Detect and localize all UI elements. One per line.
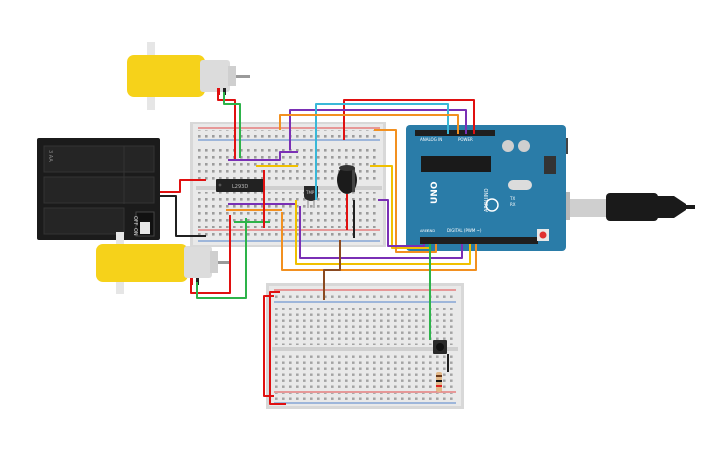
label-analog-in: ANALOG IN <box>420 137 442 142</box>
label-power: POWER <box>458 137 473 142</box>
dc-motor-bottom[interactable] <box>96 232 230 294</box>
label-digital: DIGITAL (PWM ~) <box>447 228 482 233</box>
label-tx: TX <box>509 196 515 201</box>
power-switch[interactable]: OFF ON <box>132 211 155 237</box>
wire-purple-right <box>378 199 425 247</box>
wire-motor-top-red <box>217 92 236 160</box>
battery-pack[interactable]: 3 AA OFF ON <box>37 138 160 240</box>
arduino-infinity-icon <box>485 198 499 212</box>
wire-orange-loop <box>281 212 477 271</box>
capacitor[interactable] <box>337 165 357 194</box>
wire-yellow-loop <box>295 200 471 265</box>
wire-motor-bottom-green <box>196 218 247 299</box>
breadboard-lower[interactable] <box>266 283 464 409</box>
arduino-uno[interactable]: ANALOG IN POWER DIGITAL (PWM ~) UNO ARDU… <box>406 125 570 251</box>
wire-battery-red <box>160 179 206 193</box>
wire-cyan-top <box>315 103 449 200</box>
wire-brown-gnd <box>323 240 341 300</box>
wire-motor-top-green <box>223 92 241 158</box>
resistor[interactable] <box>436 372 442 392</box>
label-gnd: GND <box>427 229 435 233</box>
wires <box>160 92 477 405</box>
chip-label: L293D <box>232 184 248 190</box>
battery-label: 3 AA <box>47 150 53 162</box>
arduino-brand: ARDUINO <box>484 188 490 212</box>
wire-battery-black <box>160 195 206 237</box>
switch-on-label: ON <box>132 228 138 236</box>
usb-cable[interactable] <box>570 193 695 221</box>
label-aref: AREF <box>420 229 429 233</box>
wire-motor-bottom-red <box>190 215 231 294</box>
sensor-label: TMP <box>305 190 315 195</box>
l293d-chip[interactable]: L293D <box>216 179 264 192</box>
wire-purple-loop <box>299 206 463 259</box>
wire-purple-top <box>289 109 467 150</box>
pushbutton[interactable] <box>433 340 447 354</box>
wire-red-lower-rail-b <box>269 291 286 405</box>
wire-orange-right <box>374 129 437 253</box>
wire-purple-1 <box>228 151 298 161</box>
temperature-sensor[interactable]: TMP <box>304 186 318 208</box>
uno-logo: UNO <box>430 181 440 204</box>
switch-off-label: OFF <box>132 216 138 226</box>
label-rx: RX <box>510 202 516 207</box>
dc-motor-top[interactable] <box>127 42 250 110</box>
wire-orange-top <box>279 114 459 134</box>
wire-red-top <box>343 99 475 140</box>
